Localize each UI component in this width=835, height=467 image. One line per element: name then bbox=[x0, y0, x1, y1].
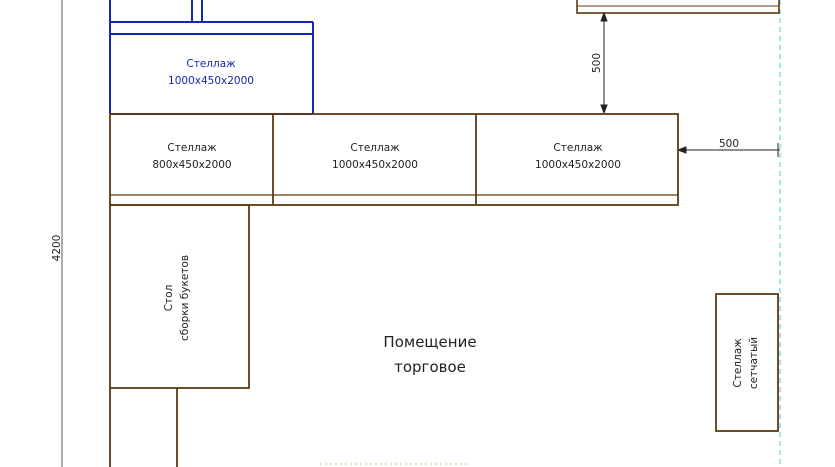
room-height-dimension: 4200 bbox=[51, 235, 63, 262]
mesh-rack-title: Стеллаж bbox=[732, 338, 744, 388]
vertical-dimension bbox=[600, 11, 608, 115]
blue-shelf-title: Стеллаж bbox=[186, 58, 236, 70]
room-title-line-1: Помещение bbox=[383, 333, 476, 351]
shelf-3-title: Стеллаж bbox=[553, 142, 603, 154]
shelf-1-size: 800x450x2000 bbox=[152, 159, 231, 171]
shelf-3-size: 1000x450x2000 bbox=[535, 159, 621, 171]
shelf-2-size: 1000x450x2000 bbox=[332, 159, 418, 171]
horizontal-dimension bbox=[676, 143, 780, 157]
shelf-1-title: Стеллаж bbox=[167, 142, 217, 154]
bouquet-table bbox=[109, 204, 250, 467]
mesh-rack bbox=[715, 293, 779, 432]
blue-shelf[interactable] bbox=[109, 0, 314, 115]
shelf-row bbox=[109, 113, 679, 206]
blue-shelf-size: 1000x450x2000 bbox=[168, 75, 254, 87]
top-right-shelf bbox=[576, 0, 780, 14]
mesh-rack-subtitle: сетчатый bbox=[748, 337, 760, 389]
room-title-line-2: торговое bbox=[394, 358, 466, 376]
shelf-2-title: Стеллаж bbox=[350, 142, 400, 154]
bouquet-table-subtitle: сборки букетов bbox=[179, 255, 191, 341]
bouquet-table-title: Стол bbox=[163, 285, 175, 312]
vertical-dimension-label: 500 bbox=[591, 53, 603, 73]
horizontal-dimension-label: 500 bbox=[719, 138, 739, 150]
